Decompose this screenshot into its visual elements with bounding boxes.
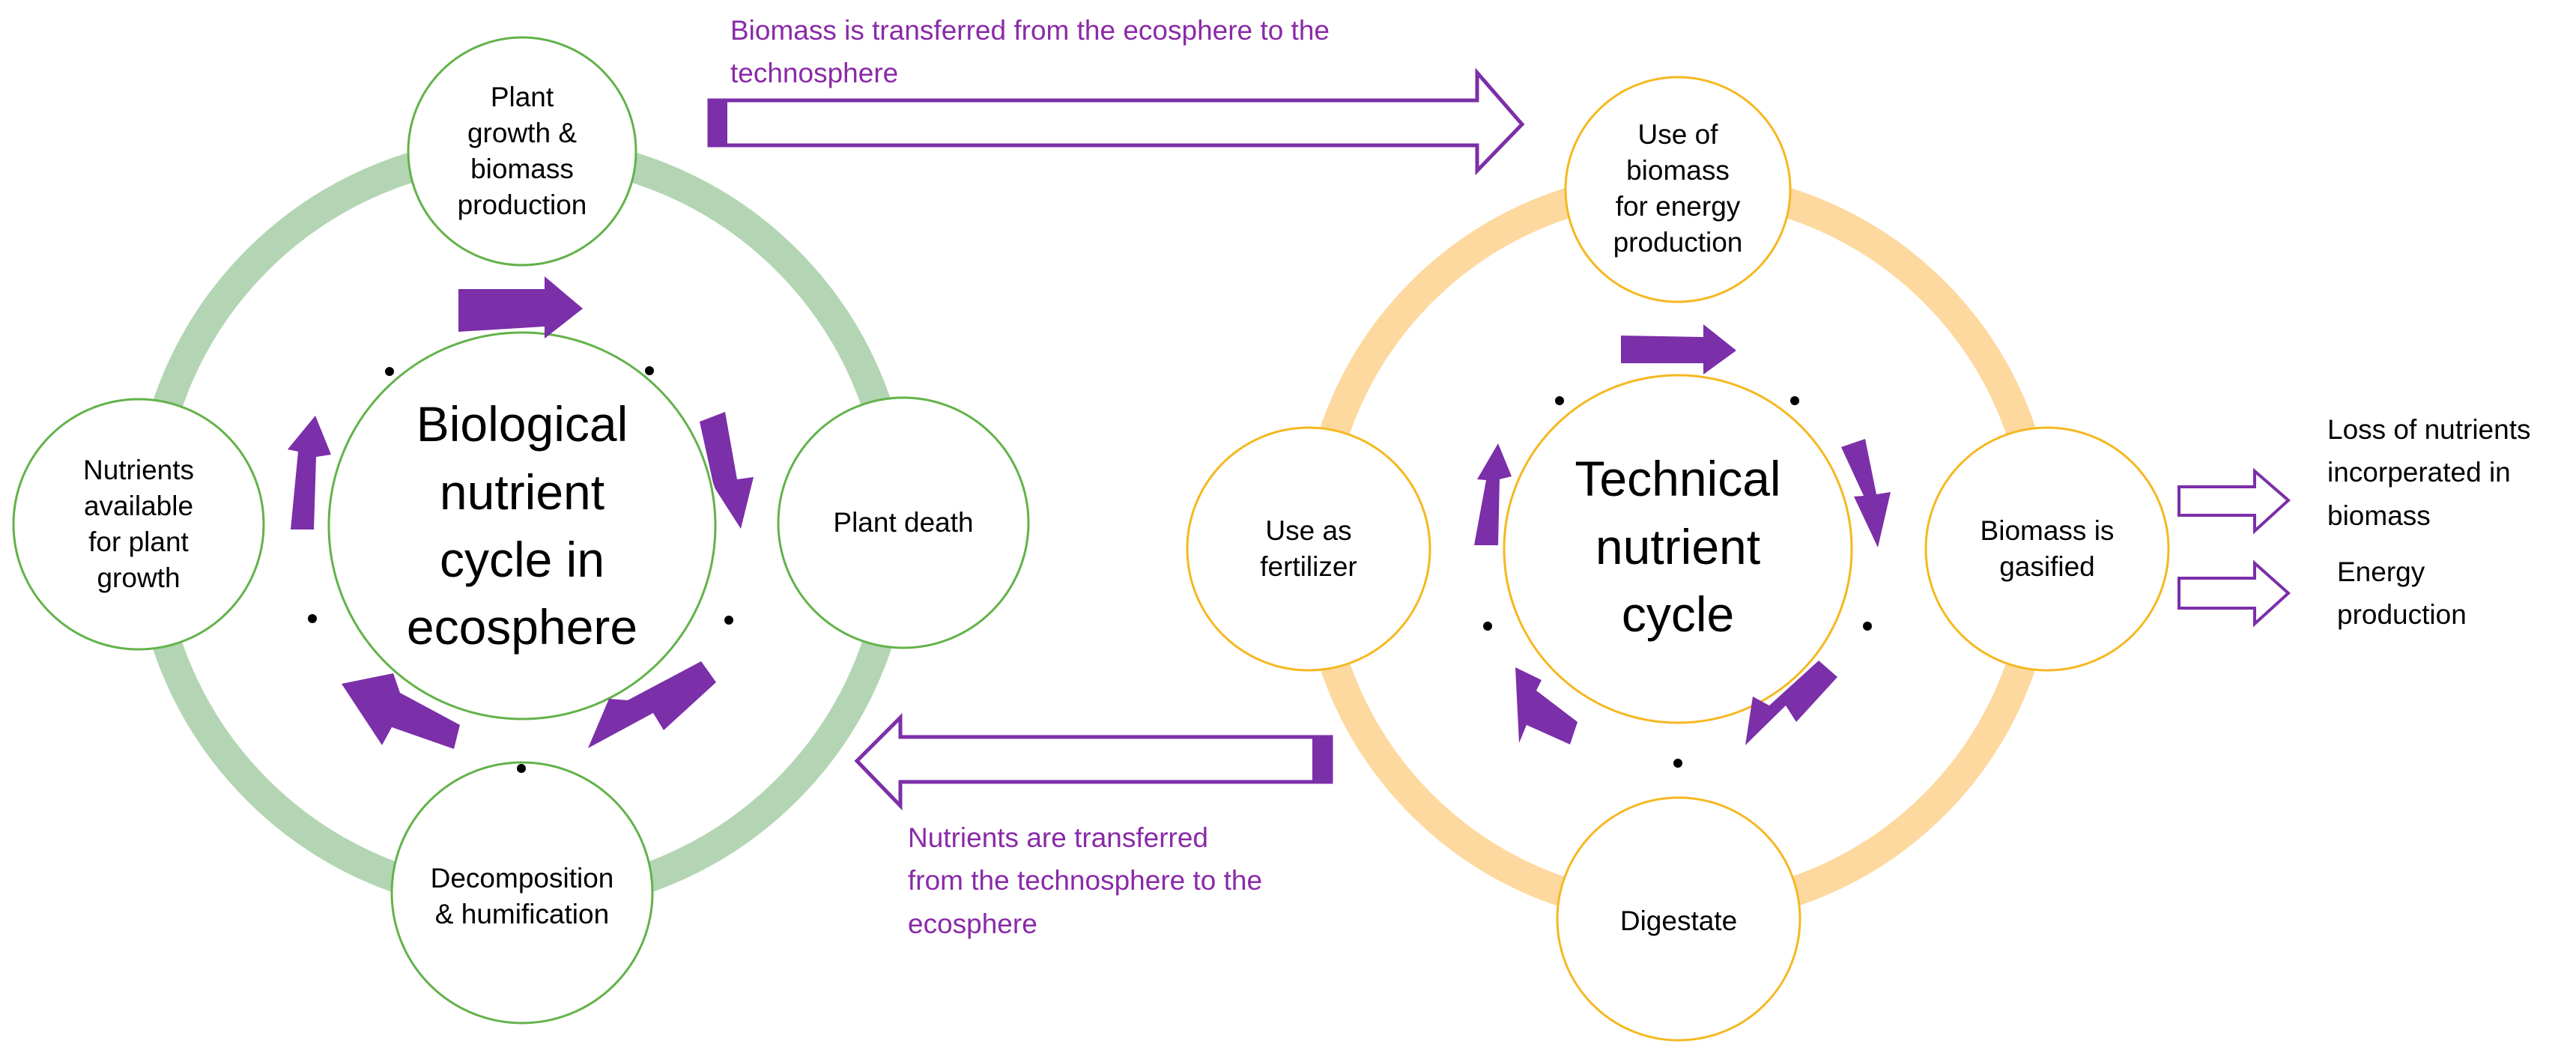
cycle-dot (308, 614, 317, 623)
cycle-arrow-right (1841, 439, 1891, 547)
node-circle-energy-use (1564, 76, 1792, 303)
node-circle-nutrients-available (12, 398, 265, 651)
node-plant-death: Plant death (833, 506, 974, 538)
node-nutrients-available: Nutrients available for plant growth (82, 454, 195, 594)
node-circle-plant-growth (407, 36, 637, 267)
node-plant-growth: Plant growth & biomass production (457, 81, 587, 221)
biological-center-label: Biological nutrient cycle in ecosphere (406, 396, 638, 655)
transfer-arrow-to-ecosphere (854, 712, 1333, 811)
technical-center-circle (1503, 374, 1853, 724)
biological-center-circle (327, 331, 717, 720)
cycle-dot (724, 616, 733, 625)
cycle-arrow-bottom-right (1745, 661, 1837, 745)
node-gasified: Biomass is gasified (1980, 515, 2115, 582)
cycle-arrow-top (458, 276, 583, 339)
cycle-dot (645, 366, 654, 375)
transfer-label-to-ecosphere: Nutrients are transferred from the techn… (908, 822, 1263, 939)
node-digestate: Digestate (1619, 905, 1738, 936)
biological-cycle-dots (308, 366, 733, 773)
transfer-label-to-technosphere: Biomass is transferred from the ecospher… (730, 15, 1330, 89)
cycle-dot (1483, 622, 1492, 631)
technical-center-label: Technical nutrient cycle (1575, 451, 1781, 643)
biological-cycle-arrows (288, 276, 754, 749)
cycle-dot (1555, 396, 1564, 405)
cycle-arrow-left (1474, 443, 1512, 545)
cycle-dot (385, 367, 394, 376)
technical-cycle-dots (1483, 396, 1872, 768)
transfer-arrow-to-technosphere (707, 67, 1525, 176)
cycle-arrow-left (288, 416, 331, 530)
cycle-arrow-bottom-right (588, 661, 716, 748)
output-arrow-loss (2178, 467, 2291, 535)
node-circle-gasified (1924, 426, 2170, 672)
node-circle-plant-death (777, 396, 1030, 649)
cycle-dot (1863, 622, 1872, 631)
node-energy-use: Use of biomass for energy production (1613, 118, 1743, 258)
cycle-arrow-top (1621, 324, 1736, 374)
node-circle-digestate (1556, 796, 1801, 1042)
cycle-arrow-bottom-left (342, 673, 460, 749)
cycle-dot (517, 764, 526, 773)
cycle-dot (1673, 759, 1682, 768)
technical-cycle-arrows (1474, 324, 1891, 745)
node-circle-decomposition (390, 761, 654, 1025)
output-arrow-energy (2178, 559, 2291, 628)
output-label-loss: Loss of nutrients incorperated in biomas… (2327, 414, 2531, 531)
cycle-arrow-bottom-left (1515, 667, 1578, 744)
output-label-energy: Energy production (2337, 556, 2467, 631)
node-circle-fertilizer (1186, 426, 1431, 672)
node-decomposition: Decomposition & humification (430, 862, 614, 929)
node-fertilizer: Use as fertilizer (1260, 515, 1357, 582)
cycle-dot (1790, 396, 1799, 405)
cycle-arrow-right (700, 412, 754, 529)
